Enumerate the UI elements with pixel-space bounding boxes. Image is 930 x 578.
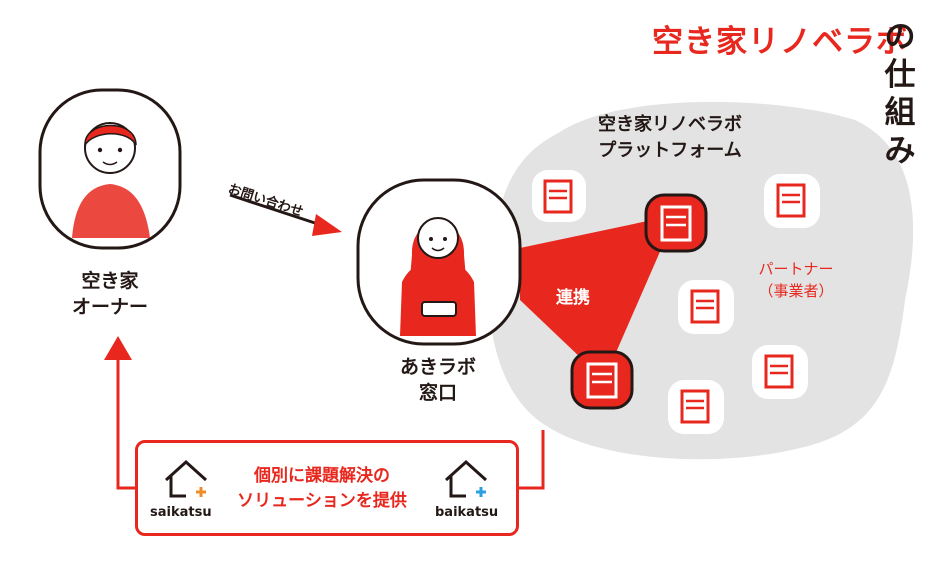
solution-text: 個別に課題解決の ソリューションを提供: [232, 464, 412, 514]
partner-badge: [532, 170, 586, 222]
partner-badge: [678, 280, 734, 334]
akilab-label-line1: あきラボ: [388, 354, 488, 380]
title-vertical: の 仕 組 み: [880, 18, 920, 170]
solution-line1: 個別に課題解決の: [232, 464, 412, 489]
link-label: 連携: [556, 283, 590, 308]
owner-label-line1: 空き家: [60, 268, 160, 294]
partner-label: パートナー （事業者）: [746, 258, 846, 302]
partner-badge: [752, 345, 808, 399]
partner-badge: [668, 380, 724, 434]
title-main: 空き家リノベラボ: [652, 16, 908, 61]
owner-label-line2: オーナー: [60, 294, 160, 320]
akilab-label-line2: 窓口: [388, 380, 488, 406]
owner-label: 空き家 オーナー: [60, 268, 160, 320]
platform-label-line1: 空き家リノベラボ: [570, 112, 770, 138]
akilab-label: あきラボ 窓口: [388, 354, 488, 406]
partner-badge: [764, 174, 820, 228]
title-char: の: [880, 18, 920, 56]
title-char: 仕: [880, 56, 920, 94]
partner-label-line1: パートナー: [746, 258, 846, 280]
title-char: 組: [880, 94, 920, 132]
solution-line2: ソリューションを提供: [232, 489, 412, 514]
partner-badge-red-bottom: [572, 352, 632, 408]
akilab-avatar: [358, 180, 520, 344]
platform-label: 空き家リノベラボ プラットフォーム: [570, 112, 770, 164]
title-char: み: [880, 132, 920, 170]
baikatsu-logo-text: baikatsu: [435, 505, 498, 520]
saikatsu-logo-text: saikatsu: [150, 505, 212, 520]
owner-avatar: [40, 90, 180, 248]
partner-badge-red-top: [646, 195, 706, 251]
partner-label-line2: （事業者）: [746, 280, 846, 302]
platform-label-line2: プラットフォーム: [570, 138, 770, 164]
